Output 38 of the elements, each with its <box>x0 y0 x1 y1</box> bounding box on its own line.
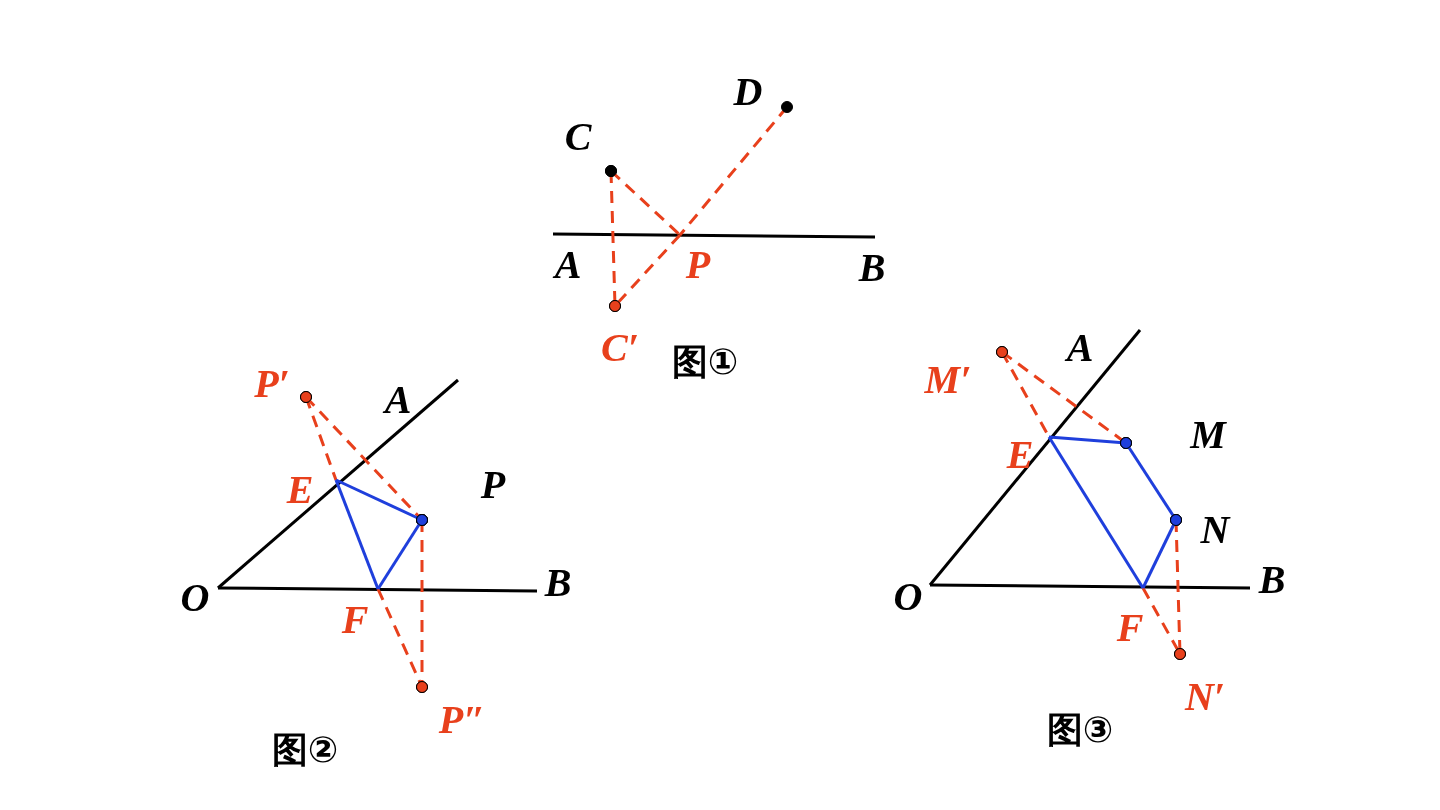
point-label: F <box>338 600 372 640</box>
point-label: P <box>682 245 714 285</box>
point-label: E <box>1003 435 1037 475</box>
dashed-line <box>605 165 681 237</box>
line-segment <box>553 232 875 239</box>
line-segment <box>928 329 1142 586</box>
point-label: N <box>1197 510 1233 550</box>
point-label: A <box>551 245 585 285</box>
point-label: N′ <box>1181 677 1229 717</box>
point-label: D <box>730 72 766 112</box>
point-label: E <box>283 470 317 510</box>
dashed-line <box>678 101 793 236</box>
figure-caption: 图② <box>271 732 339 768</box>
point-label: M <box>1187 415 1229 455</box>
line-segment <box>376 514 428 590</box>
point-label: A <box>381 380 415 420</box>
point-label: B <box>1255 560 1289 600</box>
point-label: F <box>1113 608 1147 648</box>
point-label: O <box>177 578 213 618</box>
point-label: B <box>541 563 575 603</box>
point-label: M′ <box>921 360 975 400</box>
line-segment <box>1141 514 1182 589</box>
point-label: B <box>855 248 889 288</box>
figure-caption: 图① <box>671 344 739 380</box>
point-label: A <box>1063 328 1097 368</box>
point-label: P″ <box>435 700 489 740</box>
line-segment <box>218 586 537 593</box>
point-label: O <box>890 577 926 617</box>
point-label: P′ <box>251 364 293 404</box>
line-segment <box>1047 436 1145 589</box>
figure-caption: 图③ <box>1046 712 1114 748</box>
point-label: C′ <box>598 328 642 368</box>
line-segment <box>930 583 1250 590</box>
dashed-line <box>609 234 682 312</box>
point-label: P <box>477 465 509 505</box>
line-segment <box>334 479 380 590</box>
point-label: C <box>561 117 595 157</box>
line-segment <box>217 378 459 590</box>
